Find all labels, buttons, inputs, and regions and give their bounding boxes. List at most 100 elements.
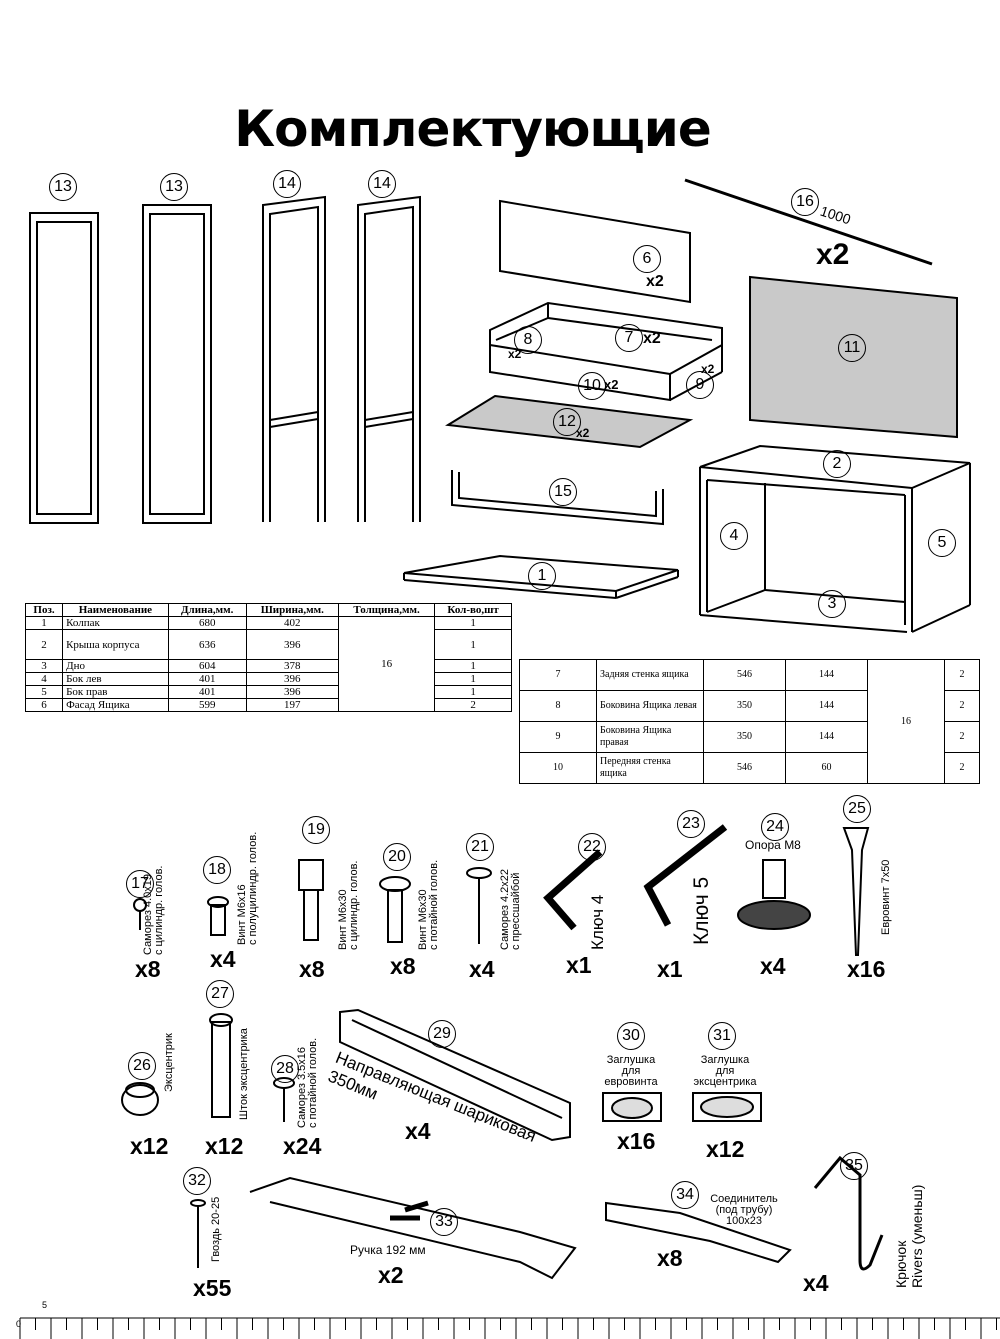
- part-15: [451, 470, 664, 526]
- qty-9: x2: [701, 362, 715, 376]
- hex-key-23: [643, 824, 728, 927]
- callout-33: 33: [430, 1208, 458, 1236]
- col-pos: Поз.: [24, 603, 64, 617]
- callout-14b: 14: [368, 170, 396, 198]
- cell: 144: [785, 721, 868, 753]
- label-17: Саморез 4.0х19 с цилиндр. голов.: [142, 865, 165, 956]
- label-33: Ручка 192 мм: [350, 1243, 426, 1257]
- label-20: Винт М6х30 с потайной голов.: [417, 859, 440, 950]
- callout-28: 28: [271, 1055, 299, 1083]
- cell: 1: [434, 629, 512, 660]
- cell: Задняя стенка ящика: [596, 659, 704, 691]
- hex-key-22: [543, 849, 603, 931]
- cell: 2: [944, 690, 980, 722]
- cam-rod-27: [209, 1013, 233, 1118]
- nail-32: [190, 1199, 206, 1268]
- cell: 2: [944, 752, 980, 784]
- cell: Крыша корпуса: [62, 629, 169, 660]
- cell: 144: [785, 690, 868, 722]
- frame-14-b: [357, 195, 421, 522]
- qty-34: x8: [657, 1245, 683, 1271]
- table-row: 4 Бок лев 401 396 1: [24, 672, 512, 686]
- cell: 2: [944, 659, 980, 691]
- table-row: 1 Колпак 680 402 16 1: [24, 616, 512, 712]
- cell: 10: [519, 752, 597, 784]
- cell-thickness: 16: [867, 659, 945, 784]
- callout-24: 24: [761, 813, 789, 841]
- label-18: Винт М6х16 с полуцилиндр. голов.: [236, 831, 259, 945]
- qty-21: x4: [469, 956, 495, 982]
- label-22: Ключ 4: [588, 894, 607, 950]
- rod-qty: x2: [816, 238, 850, 271]
- label-34: Соединитель (под трубу) 100х23: [710, 1193, 778, 1227]
- callout-26: 26: [128, 1052, 156, 1080]
- callout-11: 11: [838, 334, 866, 362]
- cell: 1: [434, 672, 512, 686]
- label-30: Заглушка для евровинта: [604, 1054, 658, 1088]
- table-row: 8 Боковина Ящика левая 350 144 2: [519, 690, 980, 722]
- handle-33: [249, 1176, 577, 1280]
- cell: 396: [245, 672, 339, 686]
- callout-15: 15: [549, 478, 577, 506]
- cell: 680: [167, 616, 247, 630]
- qty-19: x8: [299, 956, 325, 982]
- cell: 396: [245, 685, 339, 699]
- screw-17: [133, 898, 147, 930]
- qty-33: x2: [378, 1262, 404, 1288]
- qty-23: x1: [657, 956, 683, 982]
- cell: 4: [24, 672, 64, 686]
- cell: 546: [703, 752, 786, 784]
- label-19: Винт М6х30 с цилиндр. голов.: [337, 860, 360, 951]
- col-qty: Кол-во,шт: [434, 603, 512, 617]
- col-thickness: Толщина,мм.: [337, 603, 436, 617]
- qty-25: x16: [847, 956, 886, 982]
- col-width: Ширина,мм.: [245, 603, 339, 617]
- screw-28: [273, 1077, 295, 1122]
- cell: Фасад Ящика: [62, 698, 169, 712]
- qty-35: x4: [803, 1270, 829, 1296]
- qty-12: x2: [576, 426, 590, 440]
- qty-30: x16: [617, 1128, 656, 1154]
- cell: Колпак: [62, 616, 169, 630]
- cell: Бок прав: [62, 685, 169, 699]
- cell: 401: [167, 672, 247, 686]
- qty-17: x8: [135, 956, 161, 982]
- label-26: Эксцентрик: [163, 1033, 175, 1092]
- cell-thickness: 16: [337, 616, 436, 712]
- frame-14-a: [262, 195, 326, 522]
- qty-10: x2: [604, 377, 619, 392]
- slide-29: [339, 1008, 571, 1142]
- connector-34: [605, 1201, 792, 1264]
- qty-31: x12: [706, 1136, 745, 1162]
- table-row: 5 Бок прав 401 396 1: [24, 685, 512, 699]
- screws-33: [390, 1200, 429, 1221]
- qty-22: x1: [566, 952, 592, 978]
- cell: Передняя стенка ящика: [596, 752, 704, 784]
- callout-31: 31: [708, 1022, 736, 1050]
- cell: 9: [519, 721, 597, 753]
- cell: 8: [519, 690, 597, 722]
- qty-6: x2: [646, 273, 664, 290]
- cell: Боковина Ящика левая: [596, 690, 704, 722]
- callout-7: 7: [615, 324, 643, 352]
- label-24: Опора М8: [745, 838, 801, 852]
- cap-30: [602, 1092, 662, 1122]
- callout-22: 22: [578, 833, 606, 861]
- cell: 636: [167, 629, 247, 660]
- cell: 402: [245, 616, 339, 630]
- callout-2: 2: [823, 450, 851, 478]
- callout-3: 3: [818, 590, 846, 618]
- qty-26: x12: [130, 1133, 169, 1159]
- cell: 401: [167, 685, 247, 699]
- callout-34: 34: [671, 1181, 699, 1209]
- cell: Бок лев: [62, 672, 169, 686]
- page-title: Комплектующие: [234, 100, 712, 158]
- table-row: 3 Дно 604 378 1: [24, 659, 512, 673]
- cell: 2: [24, 629, 64, 660]
- cell: 1: [24, 616, 64, 630]
- callout-29: 29: [428, 1020, 456, 1048]
- frame-13-b: [142, 204, 212, 524]
- callout-1: 1: [528, 562, 556, 590]
- leveler-24: [737, 859, 811, 930]
- cell: Боковина Ящика правая: [596, 721, 704, 753]
